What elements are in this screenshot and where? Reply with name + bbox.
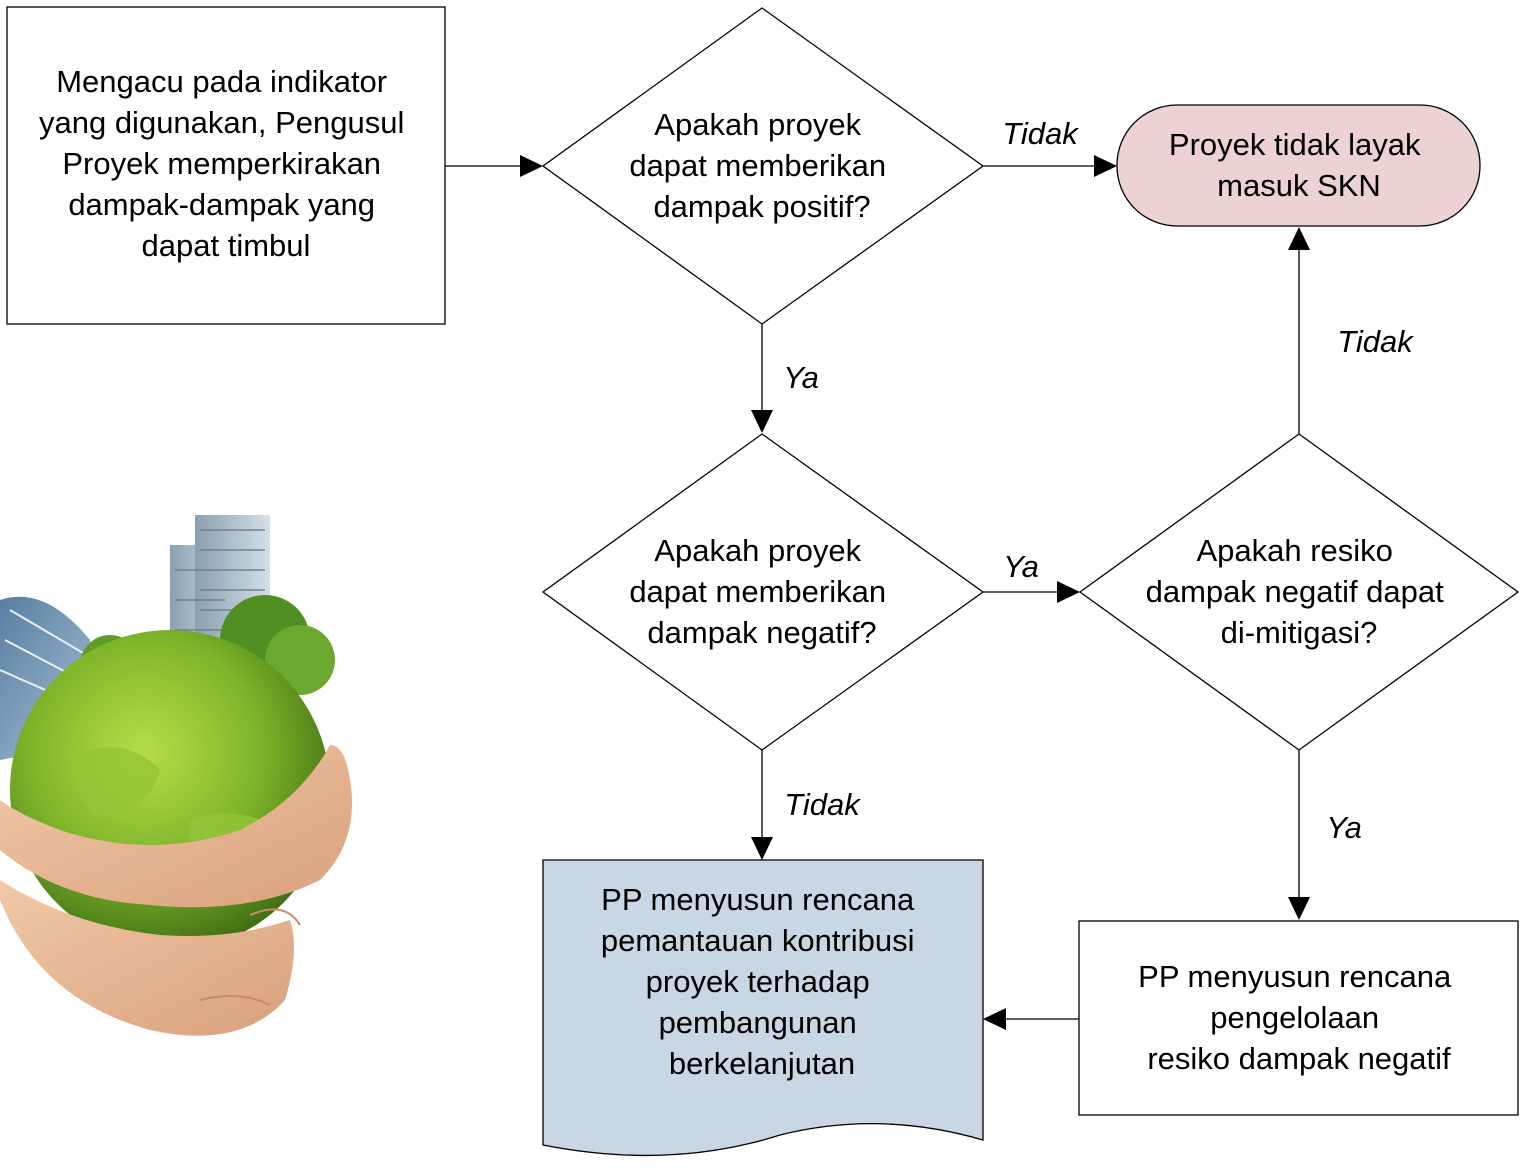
earth-in-hands-illustration xyxy=(0,515,352,1036)
arrowhead-icon xyxy=(751,837,773,860)
node-terminal-not-eligible: Proyek tidak layak masuk SKN xyxy=(1116,104,1481,227)
arrowhead-icon xyxy=(1288,227,1310,250)
terminal-shape xyxy=(1116,104,1481,227)
node-document-monitoring: PP menyusun rencana pemantauan kontribus… xyxy=(542,859,984,1157)
node-risk-plan: PP menyusun rencana pengelolaan resiko d… xyxy=(1078,920,1519,1116)
decision-diamond xyxy=(1078,433,1520,751)
arrowhead-icon xyxy=(751,410,773,433)
node-decision-mitigate-text: Apakah resiko dampak negatif dapat di-mi… xyxy=(1146,533,1453,650)
label-mitigate-yes: Ya xyxy=(1326,810,1362,845)
arrowhead-icon xyxy=(520,155,543,177)
node-decision-mitigate: Apakah resiko dampak negatif dapat di-mi… xyxy=(1078,433,1520,751)
hand-shape xyxy=(0,745,352,908)
label-positive-no: Tidak xyxy=(1002,116,1079,151)
arrowhead-icon xyxy=(983,1008,1006,1030)
node-decision-positive: Apakah proyek dapat memberikan dampak po… xyxy=(541,7,985,325)
arrowhead-icon xyxy=(1288,897,1310,920)
node-terminal-text: Proyek tidak layak masuk SKN xyxy=(1169,127,1429,203)
arrowhead-icon xyxy=(1057,581,1080,603)
arrowhead-icon xyxy=(1094,155,1117,177)
node-decision-negative-text: Apakah proyek dapat memberikan dampak ne… xyxy=(629,533,894,650)
decision-diamond xyxy=(541,433,985,751)
node-document-text: PP menyusun rencana pemantauan kontribus… xyxy=(601,882,923,1081)
label-negative-no: Tidak xyxy=(784,787,861,822)
edge-labels: Tidak Ya Ya Tidak Tidak Ya xyxy=(783,116,1414,845)
edges xyxy=(445,155,1310,1030)
node-decision-positive-text: Apakah proyek dapat memberikan dampak po… xyxy=(629,107,894,224)
decision-diamond xyxy=(541,7,985,325)
label-negative-yes: Ya xyxy=(1003,549,1039,584)
node-decision-negative: Apakah proyek dapat memberikan dampak ne… xyxy=(541,433,985,751)
node-start: Mengacu pada indikator yang digunakan, P… xyxy=(6,6,446,325)
document-shape xyxy=(542,859,984,1157)
label-mitigate-no: Tidak xyxy=(1337,324,1414,359)
process-box xyxy=(6,6,446,325)
node-risk-plan-text: PP menyusun rencana pengelolaan resiko d… xyxy=(1138,959,1460,1076)
node-start-text: Mengacu pada indikator yang digunakan, P… xyxy=(39,64,413,263)
label-positive-yes: Ya xyxy=(783,360,819,395)
process-box xyxy=(1078,920,1519,1116)
